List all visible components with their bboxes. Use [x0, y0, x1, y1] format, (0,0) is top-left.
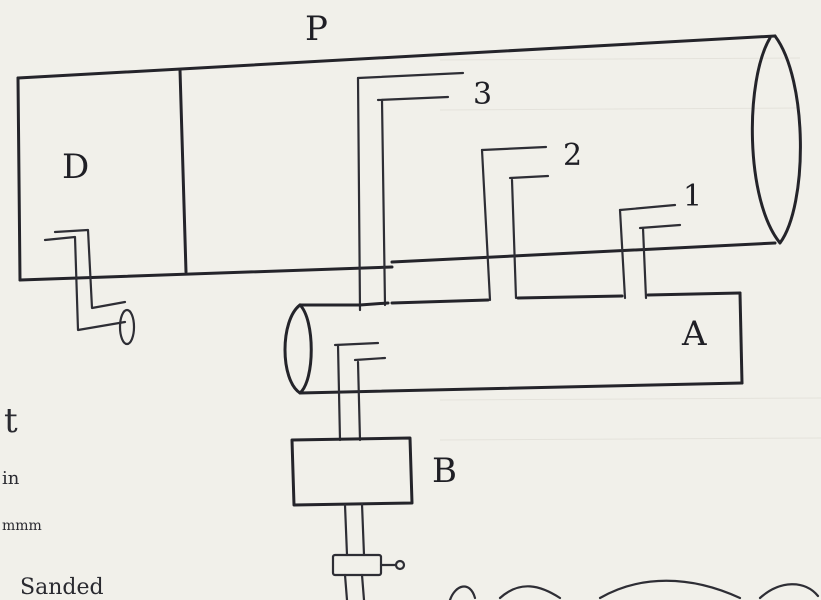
cylinder-a — [283, 291, 744, 395]
label-b: B — [432, 451, 457, 491]
label-p: P — [305, 9, 328, 49]
label-tube-3: 3 — [473, 77, 492, 112]
label-d: D — [62, 147, 89, 187]
pipe-below-b — [331, 502, 406, 600]
margin-text-2: in — [2, 468, 20, 489]
bottom-handwriting — [448, 579, 820, 600]
tube-2 — [480, 145, 550, 302]
label-a: A — [681, 314, 707, 354]
pipe-a-to-b — [333, 341, 387, 442]
paper-texture — [439, 57, 821, 441]
label-tube-2: 2 — [563, 138, 582, 173]
cylinder-p — [16, 34, 802, 282]
margin-text-4: Sanded — [20, 575, 104, 600]
tube-3 — [356, 71, 465, 312]
label-tube-1: 1 — [683, 179, 702, 214]
tube-1 — [618, 203, 682, 300]
box-b — [290, 436, 414, 507]
margin-text-1: t — [4, 401, 18, 441]
outlet-pipe-d — [43, 228, 136, 346]
margin-text-3: mmm — [2, 518, 42, 534]
